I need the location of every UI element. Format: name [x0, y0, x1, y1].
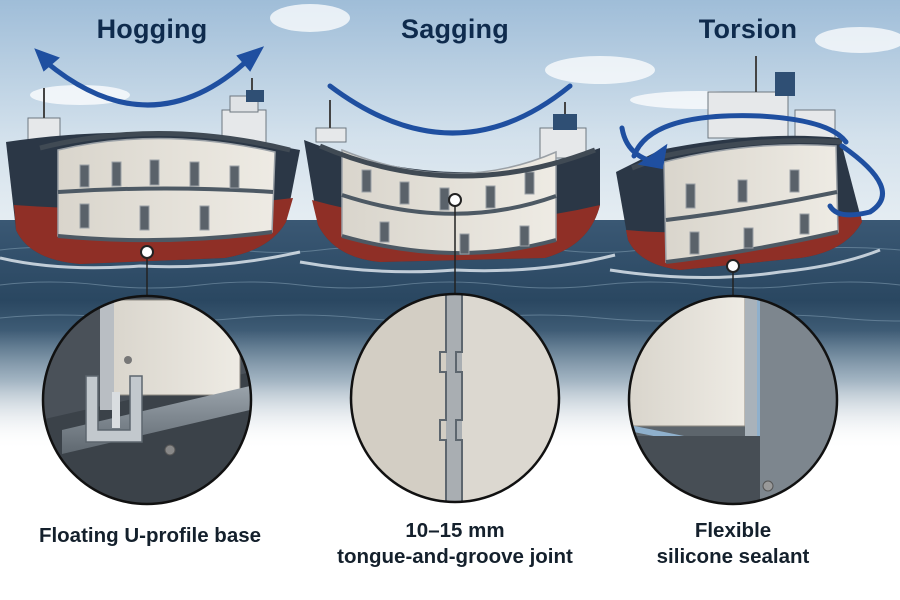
- detail-silicone-sealant: [627, 294, 839, 506]
- caption-u-profile: Floating U-profile base: [0, 523, 300, 549]
- caption-line: Flexible: [694, 519, 772, 542]
- ship-torsion: [609, 56, 881, 280]
- panel-title-hogging: Hogging: [96, 14, 208, 44]
- caption-line: Floating U-profile base: [38, 524, 262, 547]
- panel-title-torsion: Torsion: [698, 14, 798, 44]
- caption-line: silicone sealant: [656, 545, 810, 568]
- detail-tongue-groove: [349, 292, 561, 504]
- torsion-arrow-icon: [619, 113, 885, 218]
- caption-tongue-groove: 10–15 mm tongue-and-groove joint: [305, 518, 605, 570]
- panel-title-sagging: Sagging: [401, 14, 509, 44]
- caption-line: tongue-and-groove joint: [337, 545, 573, 568]
- caption-line: 10–15 mm: [405, 519, 505, 542]
- callout-leaders: [140, 193, 740, 296]
- sagging-arrow-icon: [327, 83, 573, 136]
- hogging-arrow-icon: [34, 46, 265, 108]
- detail-u-profile: [41, 294, 253, 506]
- ship-hogging: [0, 78, 301, 270]
- caption-silicone: Flexible silicone sealant: [583, 518, 883, 570]
